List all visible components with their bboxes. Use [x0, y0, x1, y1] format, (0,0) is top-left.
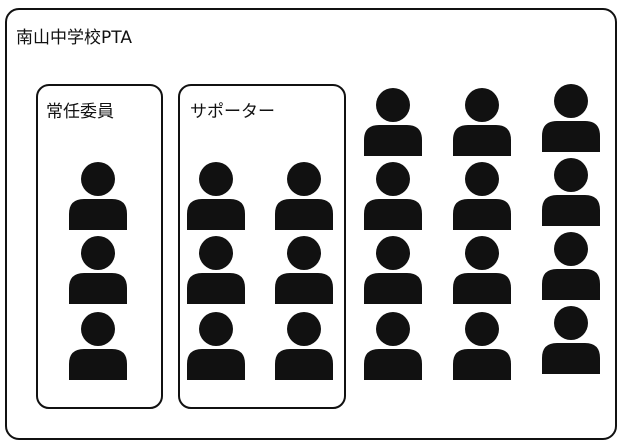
person-icon [541, 158, 601, 226]
person-icon [452, 88, 512, 156]
person-icon [186, 312, 246, 380]
person-icon [452, 162, 512, 230]
group-standing-committee-label: 常任委員 [46, 102, 114, 122]
person-icon [68, 312, 128, 380]
person-icon [363, 162, 423, 230]
organization-title: 南山中学校PTA [16, 28, 132, 48]
person-icon [541, 306, 601, 374]
person-icon [186, 162, 246, 230]
group-supporters [178, 84, 346, 409]
person-icon [541, 232, 601, 300]
person-icon [274, 312, 334, 380]
person-icon [274, 236, 334, 304]
person-icon [541, 84, 601, 152]
person-icon [363, 236, 423, 304]
person-icon [452, 312, 512, 380]
person-icon [363, 88, 423, 156]
group-supporters-label: サポーター [190, 102, 275, 122]
group-standing-committee [36, 84, 163, 409]
person-icon [452, 236, 512, 304]
person-icon [186, 236, 246, 304]
person-icon [68, 162, 128, 230]
person-icon [274, 162, 334, 230]
person-icon [363, 312, 423, 380]
person-icon [68, 236, 128, 304]
